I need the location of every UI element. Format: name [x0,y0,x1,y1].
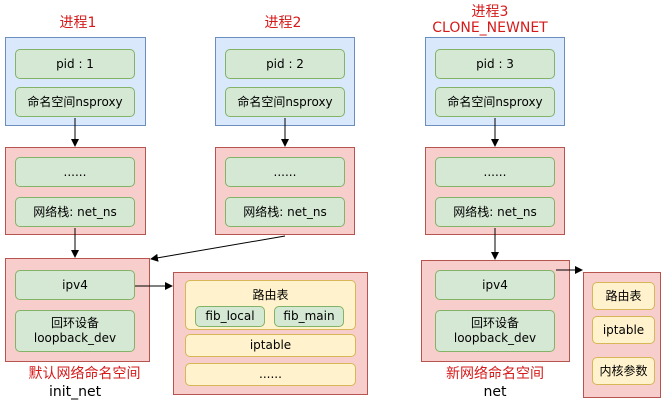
default-iptable: iptable [185,334,356,357]
default-ipv4-dots: ...... [185,363,356,386]
process-3-title: 进程3 [471,4,509,20]
default-ipv4: ipv4 [15,270,135,300]
process-2-pid: pid : 2 [225,49,345,79]
default-fib-main: fib_main [274,306,344,327]
process-1-dots: ...... [15,157,135,187]
default-fib-local: fib_local [195,306,265,327]
new-namespace-caption: 新网络命名空间 [446,366,544,382]
process-1-nsproxy: 命名空间nsproxy [15,87,135,117]
process-1-net-ns: 网络栈: net_ns [15,197,135,227]
process-2-dots: ...... [225,157,345,187]
new-iptable: iptable [592,316,655,344]
process-1-title: 进程1 [59,15,97,31]
new-kernel-params: 内核参数 [592,357,655,385]
process-3-subtitle: CLONE_NEWNET [432,20,548,36]
new-route-table: 路由表 [592,282,655,310]
arrow-p2-netns [150,235,286,262]
process-3-pid: pid : 3 [435,49,555,79]
process-2-title: 进程2 [264,15,302,31]
process-1-pid: pid : 1 [15,49,135,79]
process-3-net-ns: 网络栈: net_ns [435,197,555,227]
new-ipv4: ipv4 [435,270,555,300]
default-loopback-dev: 回环设备 loopback_dev [15,310,135,352]
default-namespace-name: init_net [48,384,102,400]
new-namespace-name: net [483,384,507,400]
default-namespace-caption: 默认网络命名空间 [28,366,141,382]
process-3-nsproxy: 命名空间nsproxy [435,87,555,117]
process-2-nsproxy: 命名空间nsproxy [225,87,345,117]
default-route-table-label: 路由表 [252,288,289,302]
process-2-net-ns: 网络栈: net_ns [225,197,345,227]
new-loopback-dev: 回环设备 loopback_dev [435,310,555,352]
process-3-dots: ...... [435,157,555,187]
